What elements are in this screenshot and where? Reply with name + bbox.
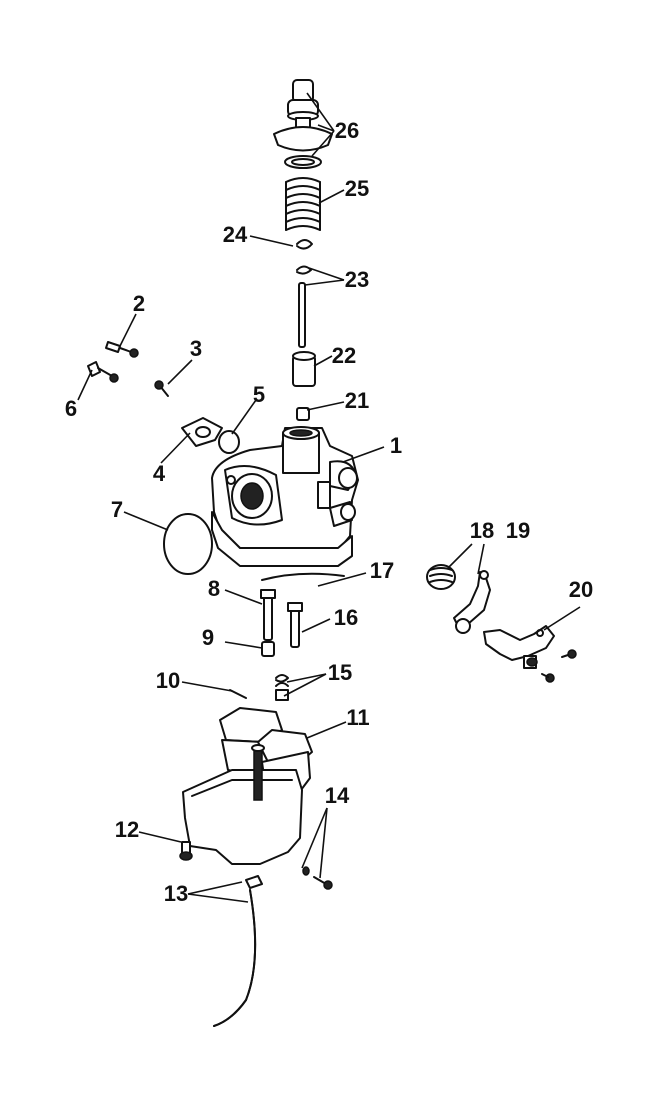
callout-14: 14	[325, 783, 350, 808]
callout-13: 13	[164, 881, 188, 906]
part-1-carburetor-body	[211, 426, 359, 567]
part-6-screw	[87, 361, 119, 383]
part-8-screw	[260, 589, 276, 641]
callout-7: 7	[111, 497, 123, 522]
callout-20: 20	[569, 577, 593, 602]
callout-26: 26	[335, 118, 359, 143]
callout-23: 23	[345, 267, 369, 292]
callout-22: 22	[332, 343, 356, 368]
part-15-float-valve	[275, 674, 289, 701]
leader-lines	[77, 92, 581, 903]
callout-9: 9	[202, 625, 214, 650]
callout-10: 10	[156, 668, 180, 693]
part-13-drain-hose	[213, 875, 263, 1027]
part-14-screws	[302, 866, 333, 890]
part-10-pin	[229, 689, 247, 699]
callout-11: 11	[346, 705, 369, 730]
callout-5: 5	[253, 382, 265, 407]
callout-21: 21	[345, 388, 369, 413]
part-22-throttle-valve	[292, 351, 316, 387]
callout-16: 16	[334, 605, 358, 630]
part-2-screw	[105, 341, 139, 358]
callout-25: 25	[345, 176, 369, 201]
part-26-top-cap-assembly	[273, 79, 333, 169]
part-24-clip	[296, 239, 313, 250]
part-25-spring	[285, 177, 321, 231]
callout-18: 18	[470, 518, 494, 543]
part-17-gasket	[261, 572, 345, 581]
callout-17: 17	[370, 558, 394, 583]
part-7-o-ring	[163, 513, 213, 575]
callout-24: 24	[223, 222, 248, 247]
part-19-lever	[453, 570, 491, 634]
part-3-screw	[154, 380, 169, 397]
part-5-o-ring	[218, 430, 240, 454]
callout-6: 6	[65, 396, 77, 421]
part-16-jet	[287, 602, 303, 648]
callout-15: 15	[328, 660, 352, 685]
callout-labels: 26 25 24 23 22 21 1 2 3 6 5 4 7 17 8 9 1…	[65, 118, 593, 906]
callout-12: 12	[115, 817, 139, 842]
part-21-jet	[296, 407, 310, 421]
part-23-needle	[296, 265, 312, 348]
callout-4: 4	[153, 461, 166, 486]
part-9-nut	[261, 641, 275, 657]
callout-8: 8	[208, 576, 220, 601]
callout-2: 2	[133, 291, 145, 316]
part-4-plate	[181, 417, 223, 447]
part-20-bracket	[483, 625, 577, 683]
callout-19: 19	[506, 518, 530, 543]
part-12-drain-screw	[179, 841, 193, 861]
float-bowl	[182, 744, 303, 865]
part-18-spring	[426, 564, 456, 590]
callout-3: 3	[190, 336, 202, 361]
callout-1: 1	[390, 433, 402, 458]
